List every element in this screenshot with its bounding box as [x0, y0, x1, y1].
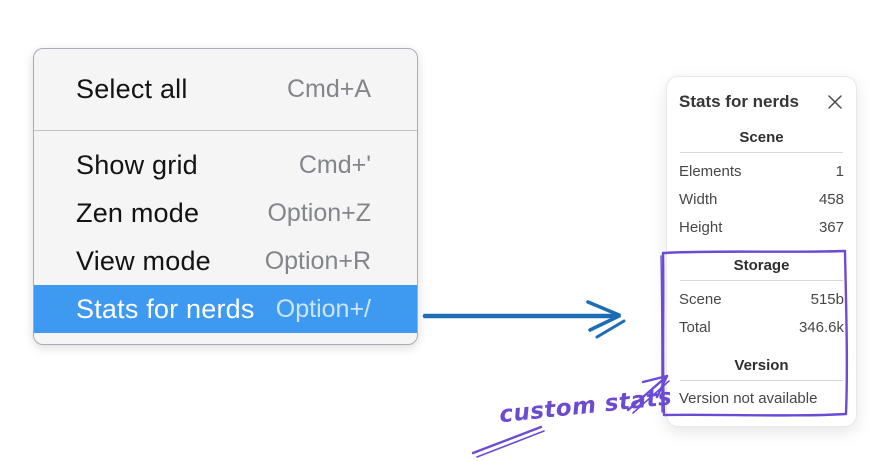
menu-item-label: Stats for nerds	[76, 293, 255, 324]
menu-item-shortcut: Option+/	[275, 294, 371, 323]
section-divider	[680, 380, 843, 381]
stat-label: Scene	[679, 291, 722, 308]
section-title: Storage	[733, 257, 790, 274]
stats-panel-header: Stats for nerds	[679, 90, 844, 114]
menu-item-shortcut: Cmd+'	[298, 150, 371, 179]
stat-value: 1	[835, 163, 844, 180]
stat-row-height: Height 367	[679, 214, 844, 242]
section-storage: Storage Scene 515b Total 346.6k	[679, 254, 844, 342]
section-title: Version	[734, 357, 789, 374]
menu-item-label: Select all	[76, 74, 188, 104]
menu-item-show-grid[interactable]: Show grid Cmd+'	[34, 141, 417, 189]
stat-label: Elements	[679, 163, 742, 180]
menu-item-stats-for-nerds[interactable]: Stats for nerds Option+/	[34, 285, 417, 333]
menu-separator	[34, 130, 417, 131]
menu-item-label: View mode	[76, 245, 211, 276]
stats-panel: Stats for nerds Scene Elements 1 Width 4…	[666, 76, 857, 427]
stat-row-width: Width 458	[679, 186, 844, 214]
menu-item-shortcut: Option+R	[264, 246, 371, 275]
menu-item-label: Zen mode	[76, 197, 200, 228]
stat-label: Height	[679, 219, 723, 236]
context-menu: Select all Cmd+A Show grid Cmd+' Zen mod…	[33, 48, 418, 345]
arrow-right-icon[interactable]	[422, 300, 626, 339]
stat-label: Width	[679, 191, 718, 208]
menu-item-label: Show grid	[76, 149, 198, 180]
stat-value: 346.6k	[798, 319, 844, 336]
menu-item-shortcut: Option+Z	[267, 198, 371, 227]
custom-stats-annotation[interactable]: custom stats	[498, 384, 674, 429]
menu-item-select-all[interactable]: Select all Cmd+A	[34, 49, 417, 130]
stat-value: 515b	[810, 291, 844, 308]
menu-group: Show grid Cmd+' Zen mode Option+Z View m…	[34, 131, 417, 341]
stat-value: 367	[818, 219, 844, 236]
menu-item-zen-mode[interactable]: Zen mode Option+Z	[34, 189, 417, 237]
section-divider	[680, 280, 843, 281]
stat-row-elements: Elements 1	[679, 158, 844, 186]
stat-row-scene-storage: Scene 515b	[679, 286, 844, 314]
section-version: Version Version not available	[679, 354, 844, 412]
section-divider	[680, 152, 843, 153]
stat-row-total-storage: Total 346.6k	[679, 314, 844, 342]
panel-title: Stats for nerds	[679, 92, 799, 111]
menu-item-view-mode[interactable]: View mode Option+R	[34, 237, 417, 285]
stat-value: 458	[818, 191, 844, 208]
close-icon[interactable]	[826, 93, 844, 111]
section-scene: Scene Elements 1 Width 458 Height 367	[679, 126, 844, 242]
stat-label: Total	[679, 319, 711, 336]
menu-item-shortcut: Cmd+A	[286, 75, 371, 103]
version-note: Version not available	[679, 390, 818, 407]
section-title: Scene	[739, 129, 784, 146]
